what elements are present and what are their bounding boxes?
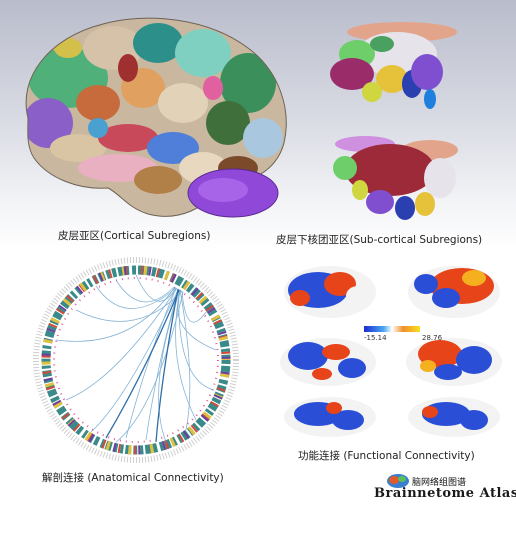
anatomical-connectivity-circle bbox=[16, 252, 254, 468]
logo-name-en: Brainnetome Atlas bbox=[374, 486, 516, 501]
colorbar-min-label: -15.14 bbox=[364, 334, 387, 342]
caption-cortical: 皮层亚区(Cortical Subregions) bbox=[58, 230, 211, 242]
functional-connectivity-brains bbox=[278, 262, 506, 442]
caption-functional: 功能连接 (Functional Connectivity) bbox=[298, 450, 475, 462]
logo-name-cn: 脑网络组图谱 bbox=[412, 478, 467, 488]
subcortical-top-image bbox=[312, 14, 472, 114]
colorbar-max-label: 28.76 bbox=[422, 334, 443, 342]
brainnetome-logo-icon bbox=[386, 472, 410, 488]
caption-anatomical: 解剖连接 (Anatomical Connectivity) bbox=[42, 472, 224, 484]
cortical-brain-image bbox=[8, 8, 294, 228]
subcortical-bottom-image bbox=[320, 128, 470, 228]
caption-subcortical: 皮层下核团亚区(Sub-cortical Subregions) bbox=[276, 234, 483, 246]
